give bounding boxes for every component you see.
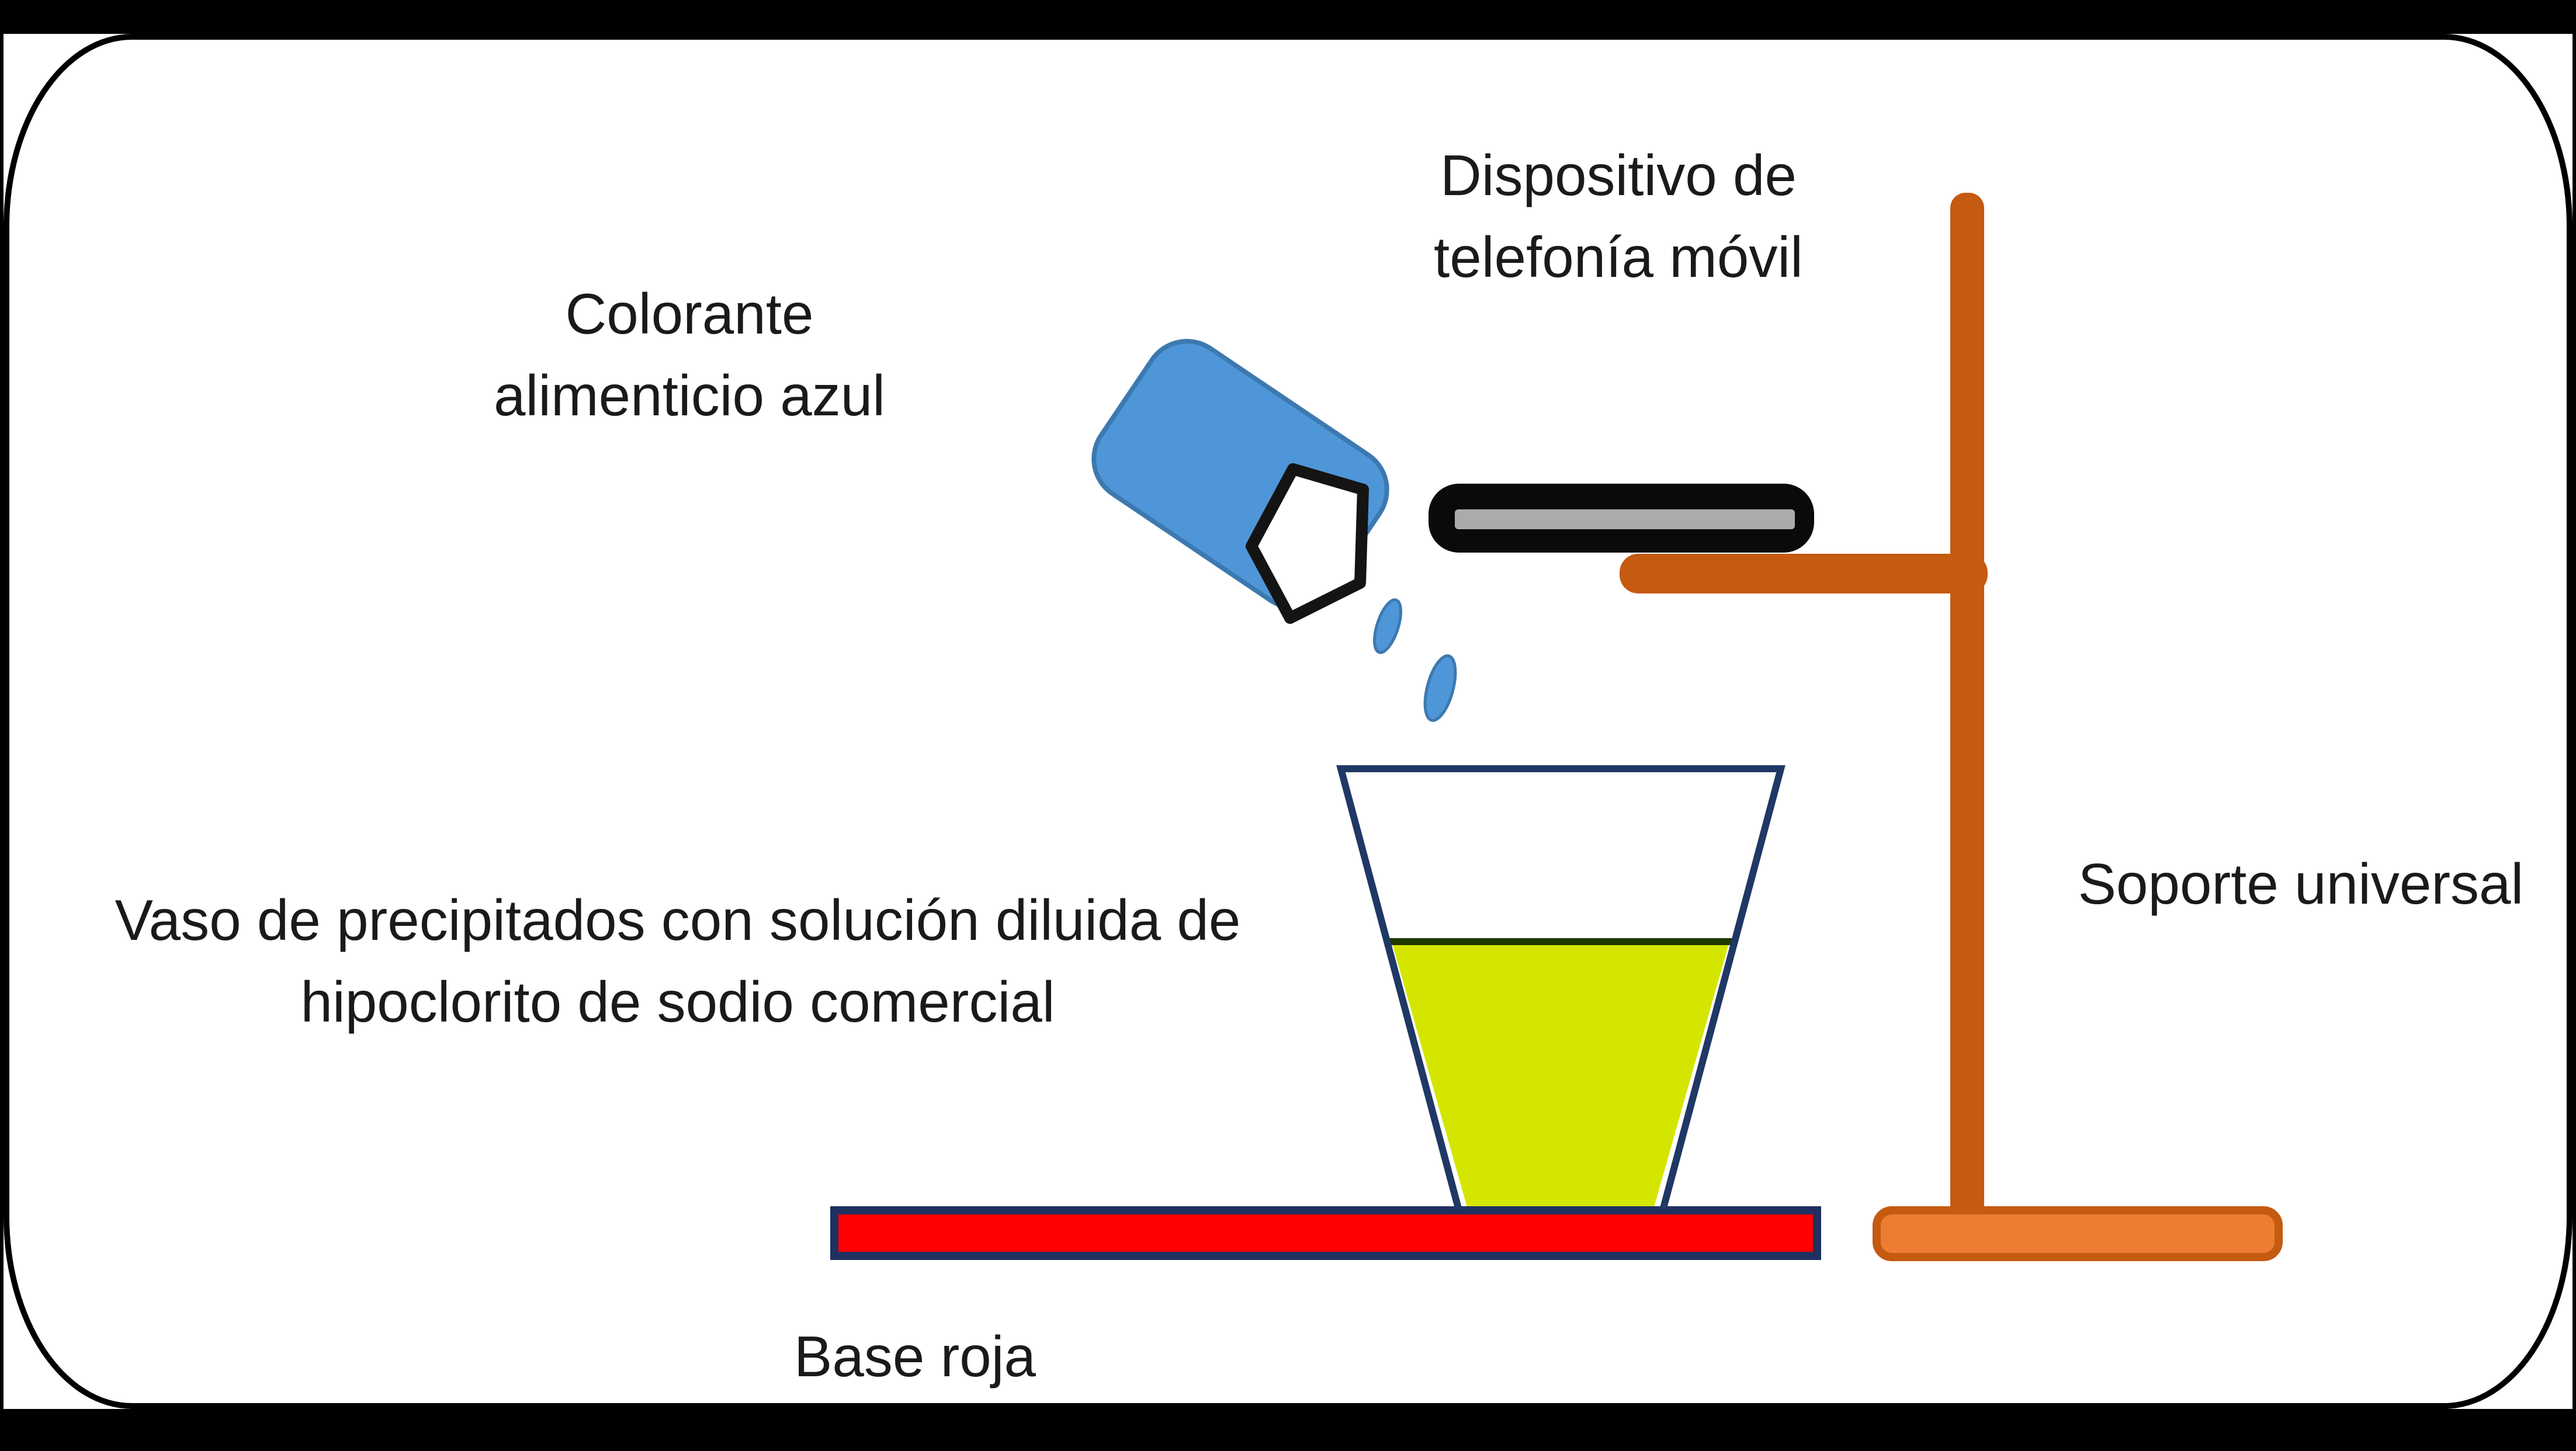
droplet-icon: [1373, 598, 1402, 654]
label-base-roja: Base roja: [623, 1315, 1207, 1397]
frame-bar-bottom: [0, 1409, 2576, 1451]
label-vaso: Vaso de precipitados con solución diluid…: [0, 879, 1355, 1043]
label-soporte: Soporte universal: [2009, 843, 2576, 925]
label-soporte-line1: Soporte universal: [2078, 852, 2524, 916]
label-colorante-line1: Colorante: [565, 282, 814, 346]
label-base-roja-line1: Base roja: [793, 1324, 1036, 1388]
label-dispositivo-line1: Dispositivo de: [1440, 143, 1797, 207]
label-vaso-line2: hipoclorito de sodio comercial: [300, 970, 1055, 1034]
droplet-icon: [1423, 654, 1457, 722]
stand-arm: [1620, 554, 1988, 593]
beaker-outline: [1336, 765, 1785, 1212]
red-base-plate: [830, 1206, 1821, 1260]
label-dispositivo-line2: telefonía móvil: [1434, 225, 1803, 289]
frame-bar-top: [0, 0, 2576, 34]
frame-bar-left: [0, 0, 4, 1451]
frame-bar-right: [2572, 0, 2576, 1451]
liquid-fill: [1392, 942, 1729, 1209]
label-colorante-line2: alimenticio azul: [494, 363, 885, 428]
label-dispositivo: Dispositivo de telefonía móvil: [1326, 134, 1911, 298]
label-colorante: Colorante alimenticio azul: [397, 273, 982, 436]
stand-pole: [1950, 193, 1984, 1244]
phone-screen-stripe: [1455, 509, 1795, 529]
label-vaso-line1: Vaso de precipitados con solución diluid…: [115, 888, 1241, 952]
stand-base: [1873, 1206, 2283, 1261]
bottle-cap-pentagon: [1246, 463, 1369, 624]
